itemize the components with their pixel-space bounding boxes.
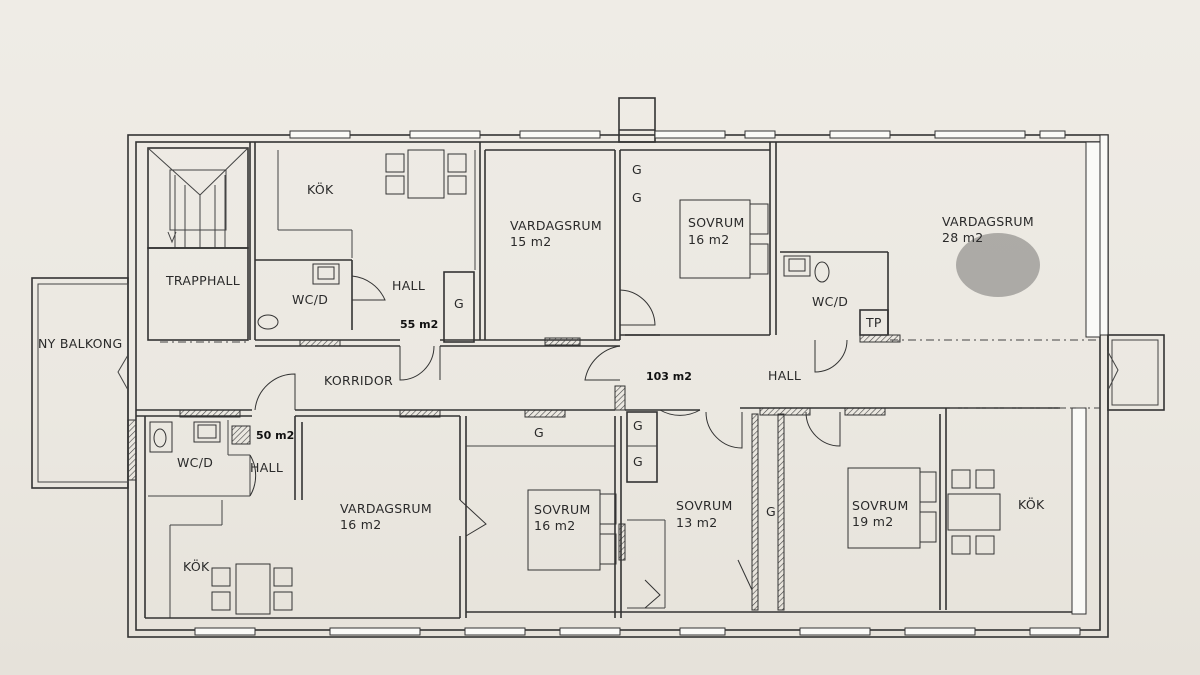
label-sovrum-16-bottom: SOVRUM: [534, 502, 591, 517]
label-kok-bottom-left: KÖK: [183, 558, 210, 574]
label-kok-top: KÖK: [307, 181, 334, 197]
label-vardagsrum-15-area: 15 m2: [510, 234, 552, 249]
label-g-bottom-c2: G: [633, 454, 643, 469]
label-korridor: KORRIDOR: [324, 373, 393, 388]
stain: [956, 233, 1040, 297]
label-g-top-left: G: [454, 296, 464, 311]
label-g-bottom-right: G: [766, 504, 776, 519]
label-g-bottom-mid: G: [534, 425, 544, 440]
label-vardagsrum-28: VARDAGSRUM: [942, 214, 1034, 229]
label-area-50: 50 m2: [256, 429, 294, 442]
label-tp: TP: [865, 315, 882, 330]
label-wcd-top-right: WC/D: [812, 294, 848, 309]
label-g-top-mid-2: G: [632, 190, 642, 205]
right-entry: [1107, 334, 1165, 411]
bed-top: [679, 199, 769, 279]
label-g-bottom-c1: G: [633, 418, 643, 433]
windows-top: [289, 130, 1066, 139]
bathroom-fixtures: [149, 255, 830, 453]
label-kok-bottom-right: KÖK: [1018, 496, 1045, 512]
furniture-kitchen-top: [385, 149, 467, 199]
outer-walls: [127, 97, 1109, 638]
room-labels: TRAPPHALL NY BALKONG KÖK HALL WC/D 55 m2…: [38, 162, 1045, 574]
furniture-kitchen-bottom-right: [947, 469, 1001, 555]
interior-walls-top: [160, 142, 1100, 347]
label-g-top-mid-1: G: [632, 162, 642, 177]
label-hall-mid: HALL: [768, 368, 801, 383]
windows-right: [1071, 134, 1109, 615]
interior-walls-bottom: [136, 407, 1100, 619]
windows-bottom: [194, 627, 1081, 636]
label-sovrum-19-area: 19 m2: [852, 514, 894, 529]
label-vardagsrum-16-area: 16 m2: [340, 517, 382, 532]
label-sovrum-16-top: SOVRUM: [688, 215, 745, 230]
bed-bottom-right: [847, 467, 937, 549]
label-sovrum-13-area: 13 m2: [676, 515, 718, 530]
hatched-walls: [127, 334, 901, 611]
label-wcd-bottom-left: WC/D: [177, 455, 213, 470]
label-sovrum-16-bottom-area: 16 m2: [534, 518, 576, 533]
label-wcd-top-left: WC/D: [292, 292, 328, 307]
label-sovrum-13: SOVRUM: [676, 498, 733, 513]
label-sovrum-16-top-area: 16 m2: [688, 232, 730, 247]
label-sovrum-19: SOVRUM: [852, 498, 909, 513]
label-trapphall: TRAPPHALL: [165, 273, 240, 288]
label-vardagsrum-28-area: 28 m2: [942, 230, 984, 245]
label-hall-bottom-left: HALL: [250, 460, 283, 475]
stairwell: [147, 147, 249, 341]
label-vardagsrum-15: VARDAGSRUM: [510, 218, 602, 233]
label-vardagsrum-16: VARDAGSRUM: [340, 501, 432, 516]
label-hall-top-left: HALL: [392, 278, 425, 293]
bed-bottom-left: [527, 489, 617, 571]
furniture-kitchen-bottom-left: [211, 563, 293, 615]
label-area-103: 103 m2: [646, 370, 692, 383]
balcony: [31, 277, 129, 489]
label-area-55: 55 m2: [400, 318, 438, 331]
label-ny-balkong: NY BALKONG: [38, 336, 122, 351]
